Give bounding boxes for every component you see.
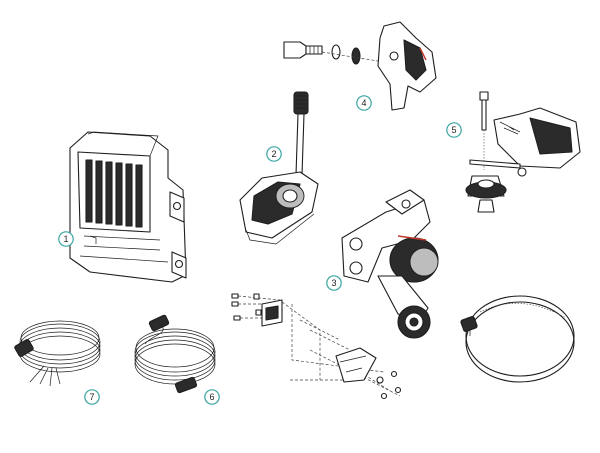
callout-7: 7 (84, 389, 100, 405)
callout-number: 4 (361, 98, 367, 108)
callout-number: 3 (331, 278, 337, 288)
callout-ring-icon (356, 95, 372, 111)
part-6-cable-coil-icon (134, 314, 216, 394)
part-2-compass-sensor-icon (239, 91, 319, 245)
callout-ring-icon (446, 122, 462, 138)
callout-number: 5 (451, 125, 457, 135)
callout-5: 5 (446, 122, 462, 138)
part-1-control-unit-icon (69, 131, 187, 283)
part-3-clamp-bracket-icon (341, 189, 439, 339)
callout-ring-icon (266, 146, 282, 162)
callout-ring-icon (326, 275, 342, 291)
callout-ring-icon (84, 389, 100, 405)
part-5-rudder-sensor-icon (465, 91, 581, 213)
hose-clamp-icon (460, 295, 575, 383)
callout-number: 2 (271, 149, 277, 159)
callout-6: 6 (204, 389, 220, 405)
callout-4: 4 (356, 95, 372, 111)
callout-number: 6 (209, 392, 215, 402)
hardware-kit-icon (231, 293, 402, 400)
callout-ring-icon (58, 231, 74, 247)
part-4-latch-assembly-icon (283, 21, 437, 111)
callout-3: 3 (326, 275, 342, 291)
callout-1: 1 (58, 231, 74, 247)
part-7-cable-coil-icon (14, 320, 101, 387)
callout-number: 7 (89, 392, 95, 402)
callout-ring-icon (204, 389, 220, 405)
callout-2: 2 (266, 146, 282, 162)
callout-number: 1 (63, 234, 69, 244)
